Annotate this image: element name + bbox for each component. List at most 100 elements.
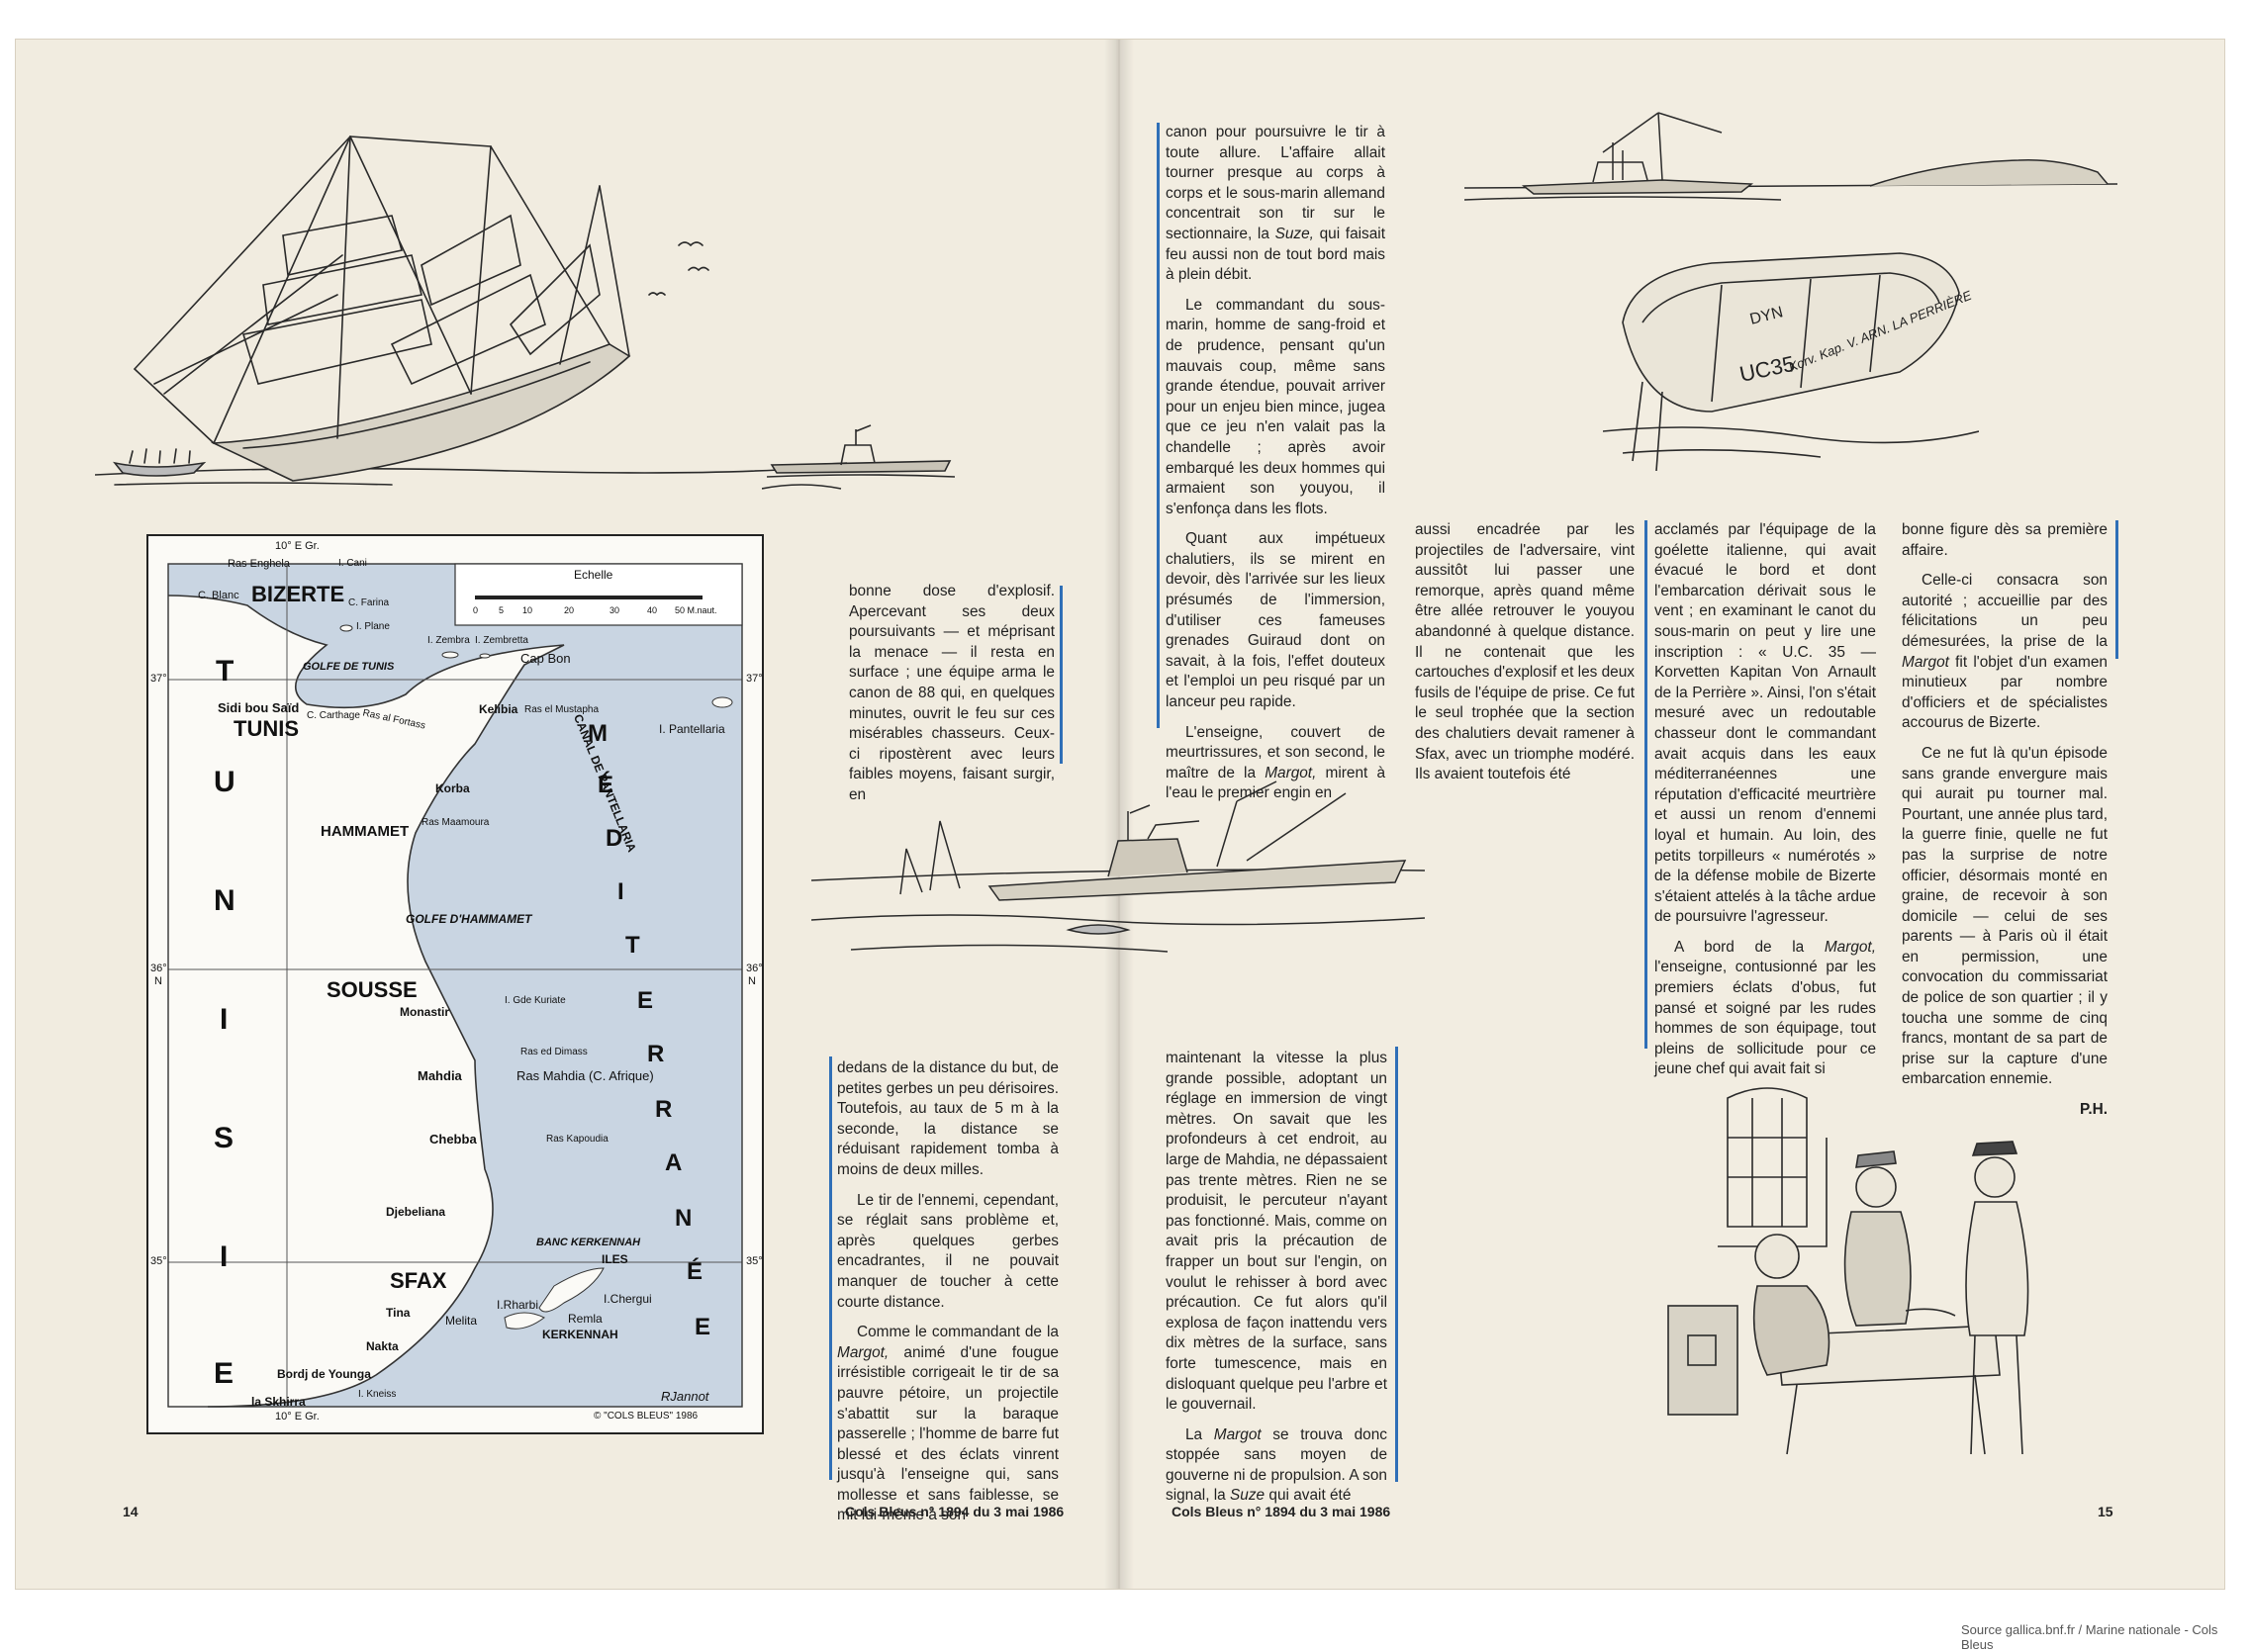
signature: P.H.	[1902, 1100, 2108, 1121]
column-5-top: bonne figure dès sa première affaire. Ce…	[1902, 520, 2108, 1131]
gulf-hammamet-label: GOLFE D'HAMMAMET	[406, 912, 532, 926]
paragraph-text: animé d'une fougue irrésistible corrigea…	[837, 1343, 1059, 1524]
lat-n-right: N	[748, 975, 756, 987]
gulf-tunis-label: GOLFE DE TUNIS	[303, 661, 395, 673]
city-sfax: SFAX	[390, 1268, 447, 1293]
place-i-cani: I. Cani	[338, 558, 367, 569]
city-hammamet: HAMMAMET	[321, 823, 410, 840]
blue-column-rule	[1644, 520, 1647, 1049]
place-i-pantellaria: I. Pantellaria	[659, 722, 725, 736]
paragraph: maintenant la vitesse la plus grande pos…	[1166, 1049, 1387, 1416]
place-sidi-bou-said: Sidi bou Saïd	[218, 700, 300, 715]
column-3-top-text: aussi encadrée par les projectiles de l'…	[1415, 521, 1635, 783]
banc-kerkennah-label: BANC KERKENNAH	[536, 1237, 641, 1248]
paragraph: bonne figure dès sa première affaire.	[1902, 520, 2108, 561]
sailing-ship-illustration	[95, 136, 847, 486]
paragraph-text: mirent à l'eau le premier engin en	[1166, 764, 1386, 802]
place-chebba: Chebba	[429, 1132, 477, 1147]
column-1-top-text: bonne dose d'explosif. Apercevant ses de…	[849, 583, 1055, 803]
place-remla: Remla	[568, 1312, 603, 1326]
place-ras-maamoura: Ras Maamoura	[422, 817, 490, 828]
sea-letter-6: E	[637, 987, 654, 1014]
scale-tick-0: 0	[473, 605, 479, 615]
country-letter-7: E	[214, 1357, 234, 1390]
paragraph-text: L'enseigne, couvert de meurtrissures, et…	[1166, 723, 1385, 781]
footer-right: Cols Bleus n° 1894 du 3 mai 1986	[1172, 1504, 1391, 1519]
blue-column-rule	[1395, 1047, 1398, 1482]
place-la-skhirra: la Skhirra	[251, 1395, 306, 1409]
place-cap-bon: Cap Bon	[520, 651, 571, 666]
blue-column-rule	[1060, 586, 1063, 764]
paragraph-text: Ce ne fut là qu'un épisode sans grande e…	[1902, 744, 2108, 1088]
scale-tick-20: 20	[564, 605, 575, 615]
paragraph-text: maintenant la vitesse la plus grande pos…	[1166, 1050, 1387, 1414]
paragraph-text: acclamés par l'équipage de la goélette i…	[1654, 521, 1876, 926]
sea-letter-3: D	[606, 825, 623, 852]
cartographer-signature: RJannot	[661, 1389, 709, 1404]
country-letter-5: S	[214, 1122, 234, 1154]
place-i-gde-kuriate: I. Gde Kuriate	[505, 995, 566, 1006]
paragraph: Celle-ci consacra son autorité ; accueil…	[1902, 571, 2108, 734]
lat-35-right: 35°	[746, 1255, 763, 1267]
submarine-engagement-illustration	[811, 780, 1425, 953]
paragraph: A bord de la Margot, l'enseigne, contusi…	[1654, 938, 1876, 1080]
column-2-top: canon pour poursuivre le tir à toute all…	[1166, 123, 1385, 814]
country-letter-6: I	[220, 1240, 229, 1273]
place-i-zembretta: I. Zembretta	[475, 635, 528, 646]
place-i-chergui: I.Chergui	[604, 1292, 652, 1306]
signature-text: P.H.	[2080, 1101, 2108, 1119]
blue-column-rule	[1157, 123, 1160, 728]
place-ras-mahdia: Ras Mahdia (C. Afrique)	[516, 1068, 654, 1083]
sea-letter-8: R	[655, 1096, 673, 1123]
sea-letter-12: E	[695, 1314, 711, 1340]
paragraph-text: canon pour poursuivre le tir à toute all…	[1166, 124, 1385, 242]
paragraph-text: se trouva donc stoppée sans moyen de gou…	[1166, 1425, 1387, 1505]
place-kelibia: Kelibia	[479, 702, 518, 716]
paragraph: Le commandant du sous-marin, homme de sa…	[1166, 296, 1385, 520]
place-i-plane: I. Plane	[356, 621, 390, 632]
scale-tick-5: 5	[499, 605, 505, 615]
place-c-blanc: C. Blanc	[198, 590, 239, 601]
paragraph-text: Quant aux impétueux chalutiers, ils se m…	[1166, 530, 1385, 711]
paragraph-text: Le tir de l'ennemi, cependant, se réglai…	[837, 1191, 1059, 1311]
lon-top-label: 10° E Gr.	[275, 540, 320, 552]
blue-column-rule	[2115, 520, 2118, 659]
column-1-bottom: dedans de la distance du but, de petites…	[837, 1058, 1059, 1536]
column-1-top: bonne dose d'explosif. Apercevant ses de…	[849, 582, 1055, 806]
paragraph-text: bonne figure dès sa première affaire.	[1902, 521, 2108, 559]
page-gutter	[1104, 40, 1134, 1589]
paragraph: acclamés par l'équipage de la goélette i…	[1654, 520, 1876, 928]
paragraph: Comme le commandant de la Margot, animé …	[837, 1323, 1059, 1526]
place-ras-el-mustapha: Ras el Mustapha	[524, 704, 600, 715]
place-mahdia: Mahdia	[418, 1068, 462, 1083]
lat-36-left: 36°	[150, 963, 167, 974]
country-letter-4: I	[220, 1003, 229, 1036]
sea-letter-11: É	[687, 1258, 703, 1285]
place-c-farina: C. Farina	[348, 597, 390, 608]
scale-tick-30: 30	[610, 605, 620, 615]
ship-name-margot: Margot	[1213, 1425, 1262, 1443]
source-credit: Source gallica.bnf.fr / Marine nationale…	[1961, 1622, 2218, 1652]
place-monastir: Monastir	[400, 1005, 450, 1019]
paragraph-text: dedans de la distance du but, de petites…	[837, 1059, 1059, 1178]
lat-35-left: 35°	[150, 1255, 167, 1267]
paragraph-text: La	[1185, 1425, 1214, 1443]
footer-left: Cols Bleus n° 1894 du 3 mai 1986	[845, 1504, 1065, 1519]
sea-letter-7: R	[647, 1041, 665, 1067]
paragraph: L'enseigne, couvert de meurtrissures, et…	[1166, 723, 1385, 804]
city-tunis: TUNIS	[234, 716, 299, 741]
country-letter-3: N	[214, 884, 235, 917]
place-melita: Melita	[445, 1314, 478, 1328]
distant-submarine-illustration	[762, 424, 956, 490]
place-bordj-de-younga: Bordj de Younga	[277, 1367, 371, 1381]
paragraph-text: Le commandant du sous-marin, homme de sa…	[1166, 296, 1385, 517]
ship-name-margot: Margot	[1902, 653, 1949, 671]
captured-dinghy-illustration: UC35 Korv. Kap. V. ARN. LA PERRIÈRE DYN	[1603, 252, 1979, 472]
paragraph: dedans de la distance du but, de petites…	[837, 1058, 1059, 1181]
paragraph: canon pour poursuivre le tir à toute all…	[1166, 123, 1385, 286]
place-djebeliana: Djebeliana	[386, 1205, 446, 1219]
place-tina: Tina	[386, 1306, 411, 1320]
blue-column-rule	[829, 1056, 832, 1480]
place-korba: Korba	[435, 781, 470, 795]
paragraph: La Margot se trouva donc stoppée sans mo…	[1166, 1425, 1387, 1507]
